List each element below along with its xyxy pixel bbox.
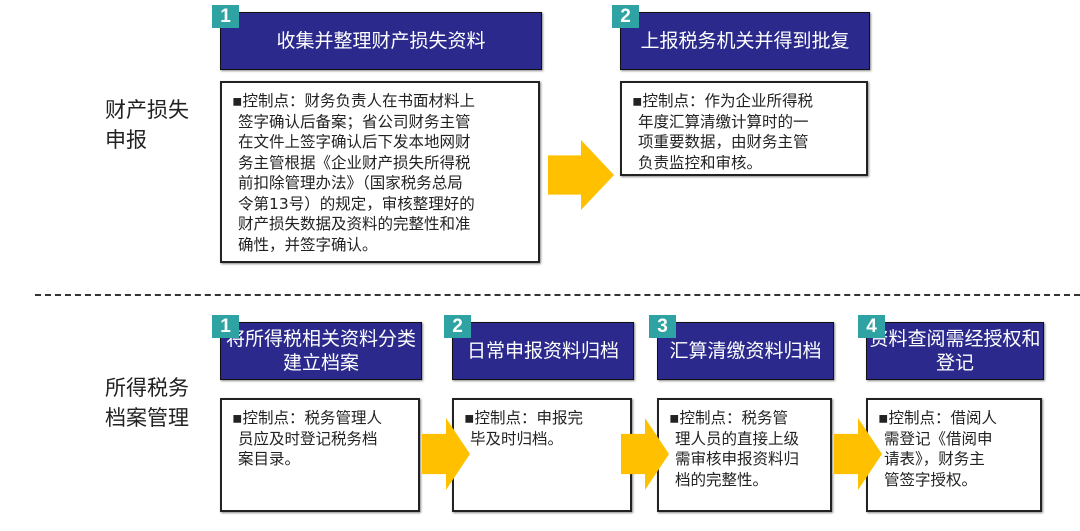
control-point-line: 签字确认后备案；省公司财务主管 (238, 112, 471, 131)
step-title: 收集并整理财产损失资料 (276, 30, 486, 52)
control-point-line: 需审核申报资料归 (675, 450, 800, 468)
step-header: 资料查阅需经授权和登记 (866, 322, 1044, 380)
section-label-property-loss: 财产损失申报 (105, 98, 189, 152)
control-point-line: 管签字授权。 (884, 470, 978, 489)
control-point-line: 毕及时归档。 (470, 429, 564, 448)
step-header: 收集并整理财产损失资料 (220, 12, 542, 70)
control-point-line: 务主管根据《企业财产损失所得税 (238, 153, 471, 172)
step-number-badge: 1 (212, 315, 239, 338)
step-number-badge: 1 (212, 5, 239, 28)
control-point-line: ▪控制点：申报完 (464, 409, 584, 427)
step-header: 汇算清缴资料归档 (657, 322, 834, 380)
step-number-badge: 2 (612, 5, 639, 28)
control-point-line: 需登记《借阅申 (884, 429, 993, 448)
step-title: 将所得税相关资料分类建立档案 (225, 328, 416, 374)
control-point-line: ▪控制点：借阅人 (878, 409, 998, 427)
control-point-line: 项重要数据，由财务主管 (638, 133, 809, 151)
control-point-line: ▪控制点：税务管理人 (232, 409, 383, 427)
control-point-line: 财产损失数据及资料的完整性和准 (238, 215, 471, 233)
control-point-line: 负责监控和审核。 (638, 153, 763, 172)
section-label-tax-archive: 所得税务档案管理 (105, 376, 189, 430)
control-point-line: 员应及时登记税务档 (238, 429, 378, 448)
section-divider (35, 294, 1080, 296)
control-point-line: 令第13号）的规定，审核整理好的 (238, 194, 475, 213)
control-point-box: ▪控制点：借阅人需登记《借阅申请表》，财务主管签字授权。 (866, 398, 1042, 512)
flow-arrow-icon (422, 418, 470, 490)
flow-arrow-icon (621, 418, 669, 490)
flow-arrow-icon (834, 418, 882, 490)
step-number-badge: 4 (858, 315, 885, 338)
control-point-line: 年度汇算清缴计算时的一 (638, 112, 809, 131)
step-header: 上报税务机关并得到批复 (620, 12, 870, 70)
control-point-line: 理人员的直接上级 (675, 429, 800, 448)
step-title: 上报税务机关并得到批复 (640, 30, 850, 52)
control-point-box: ▪控制点：税务管理人员的直接上级需审核申报资料归档的完整性。 (657, 398, 832, 512)
control-point-line: 案目录。 (238, 450, 301, 468)
control-point-line: 确性，并签字确认。 (238, 235, 378, 254)
control-point-line: 档的完整性。 (675, 470, 769, 489)
step-header: 将所得税相关资料分类建立档案 (220, 322, 422, 380)
step-number-badge: 2 (444, 315, 471, 338)
control-point-line: ▪控制点：税务管 (669, 409, 789, 427)
control-point-box: ▪控制点：财务负责人在书面材料上签字确认后备案；省公司财务主管在文件上签字确认后… (220, 81, 540, 263)
step-title: 日常申报资料归档 (466, 340, 619, 362)
control-point-line: 前扣除管理办法》（国家税务总局 (238, 174, 463, 192)
control-point-line: 请表》，财务主 (884, 450, 985, 468)
control-point-line: ▪控制点：作为企业所得税 (632, 92, 814, 110)
flow-arrow-icon (548, 140, 614, 210)
control-point-line: 在文件上签字确认后下发本地网财 (238, 133, 471, 151)
control-point-line: ▪控制点：财务负责人在书面材料上 (232, 92, 476, 110)
step-number-badge: 3 (649, 315, 676, 338)
step-header: 日常申报资料归档 (452, 322, 634, 380)
step-title: 汇算清缴资料归档 (669, 340, 822, 362)
step-title: 资料查阅需经授权和登记 (869, 328, 1041, 374)
control-point-box: ▪控制点：作为企业所得税年度汇算清缴计算时的一项重要数据，由财务主管负责监控和审… (620, 81, 868, 176)
control-point-box: ▪控制点：申报完毕及时归档。 (452, 398, 632, 512)
control-point-box: ▪控制点：税务管理人员应及时登记税务档案目录。 (220, 398, 420, 512)
